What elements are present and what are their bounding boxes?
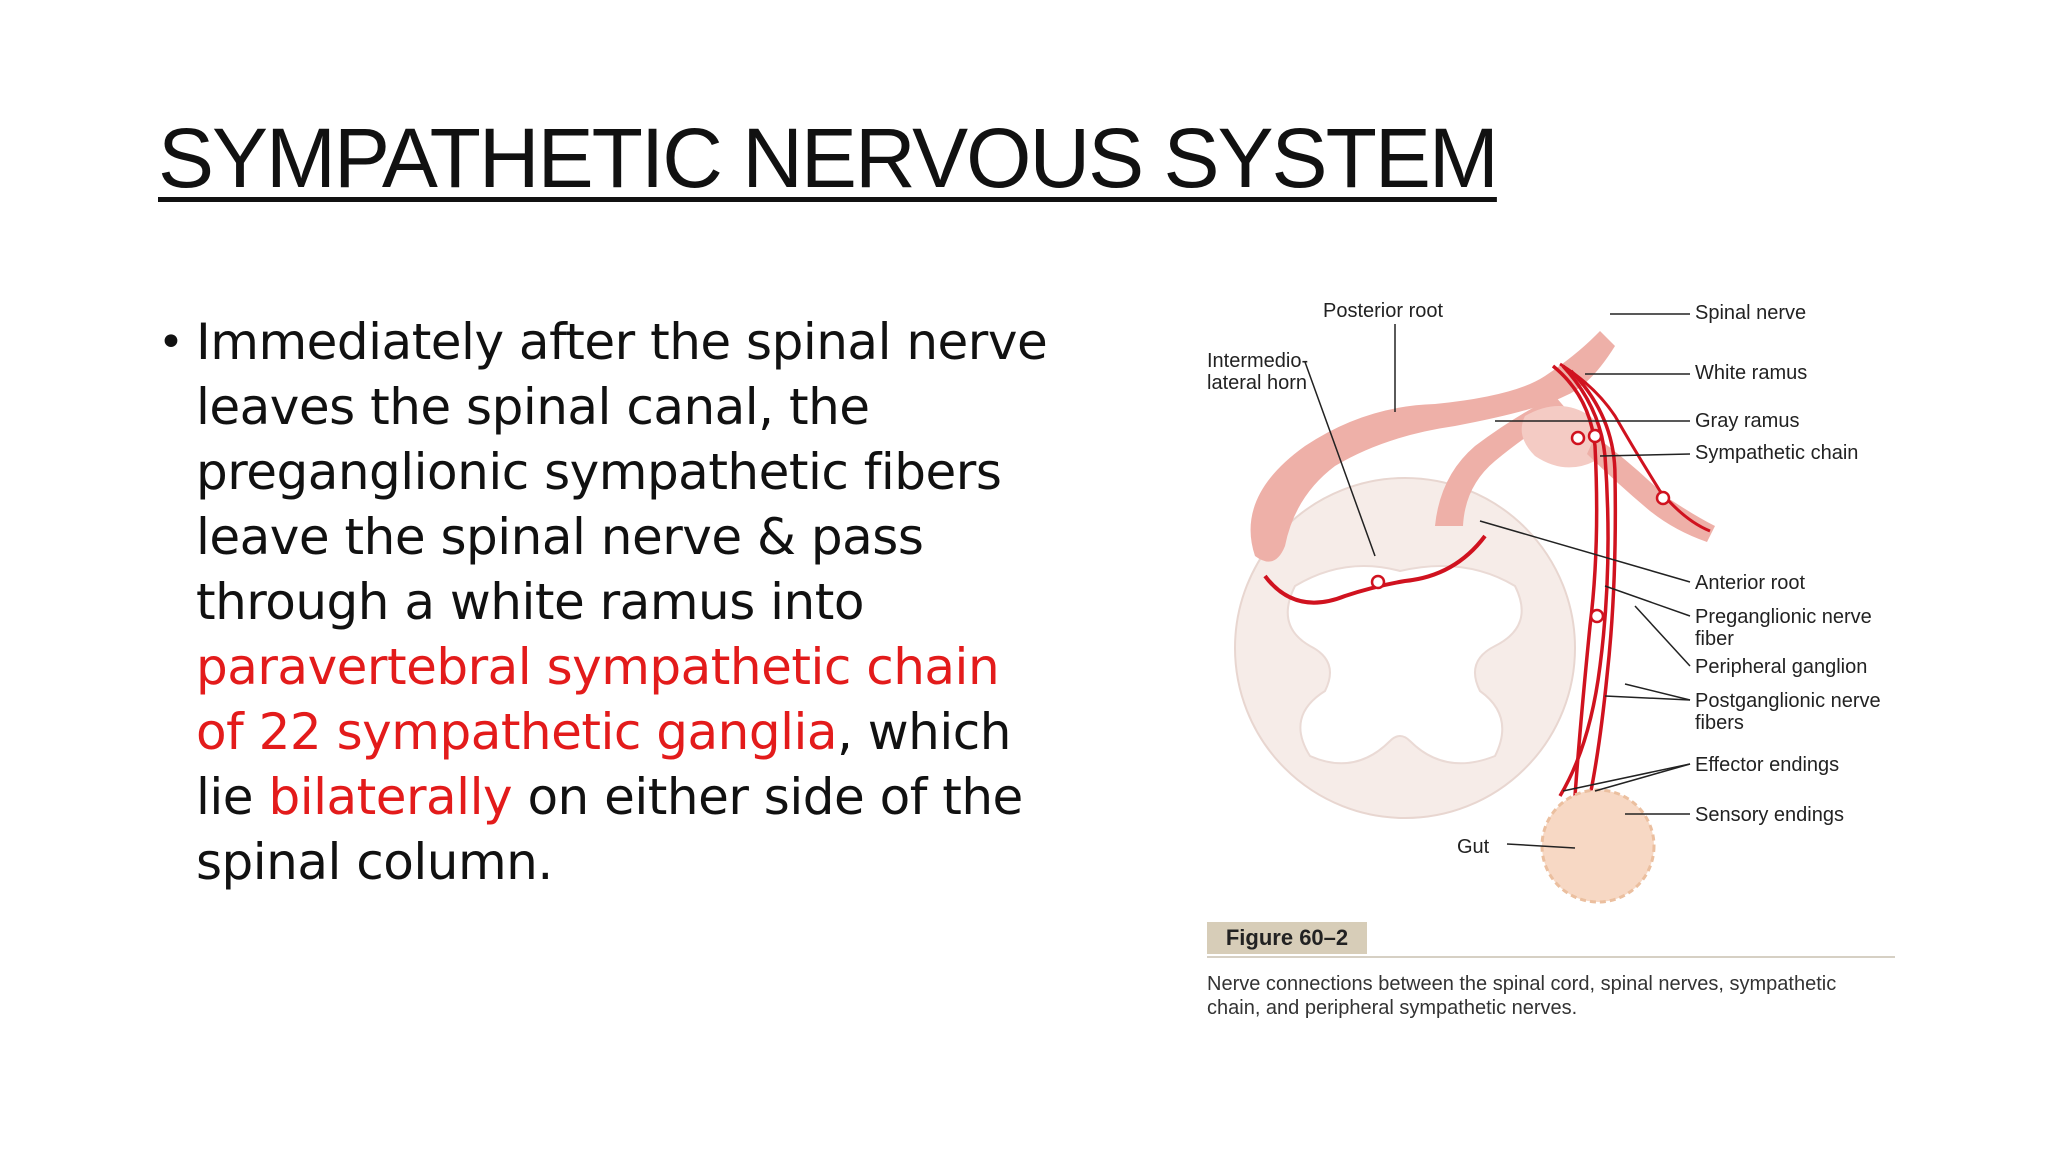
- label-posterior-root: Posterior root: [1323, 300, 1444, 322]
- leader-lines: [1304, 313, 1691, 849]
- figure-caption: Nerve connections between the spinal cor…: [1207, 973, 1837, 1019]
- label-spinal-nerve: Spinal nerve: [1695, 302, 1807, 324]
- nerve-diagram: [1234, 313, 1715, 904]
- bullet-text-part-2: , which lie: [196, 703, 1011, 826]
- bullet-text-part-1: Immediately after the spinal nerve leave…: [196, 313, 1048, 631]
- postganglionic-fiber-1: [1558, 364, 1610, 797]
- bullet-list: • Immediately after the spinal nerve lea…: [158, 310, 1058, 895]
- label-intermediolateral-2: lateral horn: [1207, 372, 1308, 394]
- bullet-text: Immediately after the spinal nerve leave…: [196, 310, 1056, 895]
- bullet-item: • Immediately after the spinal nerve lea…: [158, 310, 1058, 895]
- gray-matter: [1286, 565, 1523, 765]
- nerve-connections-figure: Posterior root Intermedio- lateral horn …: [1195, 286, 1895, 1046]
- synapse-1: [1570, 430, 1586, 446]
- figure-caption-bar: Figure 60–2: [1207, 922, 1895, 958]
- label-white-ramus: White ramus: [1695, 362, 1808, 384]
- label-postganglionic-2: fibers: [1695, 712, 1744, 734]
- label-anterior-root: Anterior root: [1695, 572, 1806, 594]
- posterior-root: [1250, 331, 1615, 562]
- slide-title: SYMPATHETIC NERVOUS SYSTEM: [158, 111, 1499, 205]
- label-sensory-endings: Sensory endings: [1695, 804, 1844, 826]
- label-peripheral-ganglion: Peripheral ganglion: [1695, 656, 1868, 678]
- synapse-2: [1587, 428, 1603, 444]
- bullet-text-part-3: on either side of the spinal column.: [196, 768, 1023, 891]
- label-preganglionic-1: Preganglionic nerve: [1695, 606, 1872, 628]
- bullet-highlight-bilaterally: bilaterally: [268, 768, 513, 826]
- label-sympathetic-chain: Sympathetic chain: [1695, 442, 1859, 464]
- figure-number: Figure 60–2: [1207, 922, 1367, 954]
- preganglionic-fiber: [1551, 364, 1599, 797]
- label-preganglionic-2: fiber: [1695, 628, 1734, 650]
- bullet-highlight-chain: paravertebral sympathetic chain of 22 sy…: [196, 638, 1000, 761]
- cord-neuron: [1370, 574, 1386, 590]
- gut: [1540, 788, 1656, 904]
- label-postganglionic-1: Postganglionic nerve: [1695, 690, 1881, 712]
- label-gray-ramus: Gray ramus: [1695, 410, 1800, 432]
- postganglionic-fiber-2: [1569, 369, 1618, 797]
- label-intermediolateral-1: Intermedio-: [1207, 350, 1309, 372]
- label-effector-endings: Effector endings: [1695, 754, 1840, 776]
- white-ramus-fiber: [1559, 362, 1711, 533]
- synapse-3: [1655, 490, 1671, 506]
- label-gut: Gut: [1457, 836, 1490, 858]
- synapse-4: [1589, 608, 1605, 624]
- bullet-symbol: •: [158, 317, 184, 368]
